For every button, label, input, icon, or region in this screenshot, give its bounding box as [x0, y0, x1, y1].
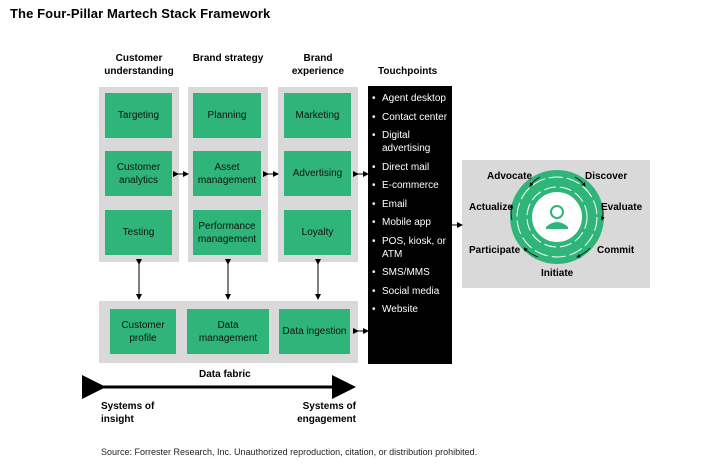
customer-profile-box: Customer profile	[110, 309, 176, 354]
touchpoint-item: Contact center	[368, 111, 452, 124]
targeting-box: Targeting	[105, 93, 172, 138]
stage-discover: Discover	[585, 171, 628, 182]
data-management-box: Data management	[187, 309, 269, 354]
touchpoint-item: Digital advertising	[368, 129, 452, 155]
touchpoint-item: Email	[368, 198, 452, 211]
stage-advocate: Advocate	[487, 171, 533, 182]
column-heading-brand-strategy: Brand strategy	[192, 53, 264, 64]
touchpoint-item: Direct mail	[368, 161, 452, 174]
touchpoint-item: Mobile app	[368, 216, 452, 229]
testing-box: Testing	[105, 210, 172, 255]
touchpoints-list: Agent desktop Contact center Digital adv…	[368, 86, 452, 316]
stage-evaluate: Evaluate	[601, 202, 643, 213]
stage-commit: Commit	[597, 245, 635, 256]
advertising-box: Advertising	[284, 151, 351, 196]
touchpoint-item: POS, kiosk, or ATM	[368, 235, 452, 261]
customer-analytics-box: Customer analytics	[105, 151, 172, 196]
performance-management-box: Performance management	[193, 210, 261, 255]
stage-participate: Participate	[469, 245, 521, 256]
planning-box: Planning	[193, 93, 261, 138]
systems-of-insight-label: Systems of insight	[101, 401, 155, 425]
data-fabric-label: Data fabric	[199, 369, 251, 380]
marketing-box: Marketing	[284, 93, 351, 138]
stage-initiate: Initiate	[541, 268, 574, 279]
column-heading-customer-understanding: Customer understanding	[104, 53, 174, 77]
touchpoint-item: Website	[368, 303, 452, 316]
loyalty-box: Loyalty	[284, 210, 351, 255]
data-ingestion-box: Data ingestion	[279, 309, 350, 354]
touchpoint-item: Social media	[368, 285, 452, 298]
touchpoint-item: Agent desktop	[368, 92, 452, 105]
touchpoints-heading: Touchpoints	[378, 66, 438, 77]
lifecycle-ring	[509, 170, 605, 264]
source-note: Source: Forrester Research, Inc. Unautho…	[101, 447, 478, 457]
column-heading-brand-experience: Brand experience	[291, 53, 345, 77]
touchpoint-item: SMS/MMS	[368, 266, 452, 279]
touchpoints-panel: Agent desktop Contact center Digital adv…	[368, 86, 452, 364]
stage-actualize: Actualize	[469, 202, 513, 213]
systems-of-engagement-label: Systems of engagement	[297, 401, 356, 425]
asset-management-box: Asset management	[193, 151, 261, 196]
person-icon	[546, 205, 568, 229]
touchpoint-item: E-commerce	[368, 179, 452, 192]
diagram-title: The Four-Pillar Martech Stack Framework	[10, 6, 271, 21]
